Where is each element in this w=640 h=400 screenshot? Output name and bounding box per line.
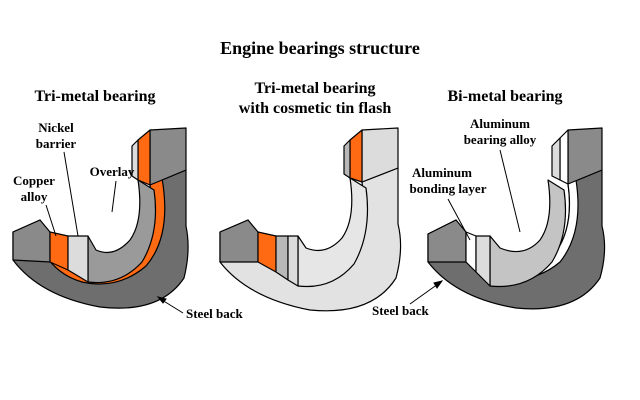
bi-metal-bearing-shell (427, 127, 606, 310)
panel-tin-flash: Tri-metal bearing with cosmetic tin flas… (219, 80, 402, 312)
label-copper-line1: Copper (13, 173, 55, 188)
panel-tri-metal: Tri-metal bearing Nickel barrier Copper … (12, 88, 243, 321)
tri-metal-end-steel (12, 219, 51, 263)
bi-metal-top-bonding (559, 129, 569, 185)
tin-flash-end-steel (219, 219, 259, 263)
bi-metal-end-alloy (475, 235, 491, 287)
bi-metal-leaders (409, 149, 521, 305)
bi-metal-end-steel (427, 219, 467, 263)
leader-overlay (111, 180, 117, 213)
tri-metal-overlay-surface (87, 179, 157, 284)
label-overlay: Overlay (90, 164, 135, 179)
diagram-title: Engine bearings structure (220, 38, 420, 58)
tri-metal-leaders (45, 151, 184, 314)
panel-bi-metal-heading: Bi-metal bearing (447, 88, 562, 105)
tin-flash-bearing-shell (219, 127, 402, 312)
label-copper-line2: alloy (21, 189, 48, 204)
label-steel-back-1: Steel back (186, 306, 243, 321)
panel-tin-flash-heading-1: Tri-metal bearing (254, 80, 375, 97)
tri-metal-top-copper (137, 129, 151, 186)
leader-steel-back-2 (409, 283, 439, 305)
leader-aluminum-bonding (447, 198, 471, 241)
label-aluminum-alloy-line2: bearing alloy (464, 132, 537, 147)
arrowhead-steel-back-1 (156, 296, 167, 304)
arrowhead-steel-back-2 (433, 280, 444, 289)
label-nickel-line1: Nickel (38, 120, 74, 135)
tin-flash-top-copper (349, 129, 363, 183)
panel-tin-flash-heading-2: with cosmetic tin flash (239, 100, 392, 117)
tin-flash-inner-surface (297, 177, 369, 288)
label-steel-back-2: Steel back (372, 303, 429, 318)
tri-metal-top-nickel (131, 139, 139, 181)
tin-flash-top-nickel (343, 139, 351, 179)
label-aluminum-bonding-line1: Aluminum (412, 165, 472, 180)
leader-copper (45, 204, 57, 237)
leader-nickel (63, 151, 79, 237)
tin-flash-end-overlay (287, 235, 299, 287)
label-aluminum-bonding-line2: bonding layer (410, 181, 487, 196)
leader-steel-back-1 (161, 299, 184, 314)
bi-metal-top-alloy (551, 137, 561, 181)
tri-metal-bearing-shell (12, 127, 189, 309)
leader-aluminum-alloy (499, 149, 521, 233)
tin-flash-end-nickel (275, 235, 289, 281)
tri-metal-end-nickel (67, 235, 89, 283)
label-nickel-line2: barrier (36, 136, 77, 151)
panel-bi-metal: Bi-metal bearing Aluminum bearing alloy … (372, 88, 606, 318)
panel-tri-metal-heading: Tri-metal bearing (34, 88, 155, 105)
label-aluminum-alloy-line1: Aluminum (470, 116, 530, 131)
bi-metal-alloy-surface (489, 179, 567, 288)
